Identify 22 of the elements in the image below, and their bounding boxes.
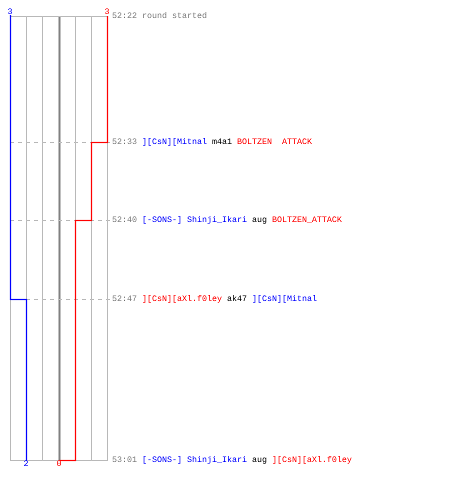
player-count: 0 xyxy=(56,460,62,468)
player-count: 3 xyxy=(8,8,12,16)
player-count: 3 xyxy=(104,8,110,16)
timestamp: 53:01 xyxy=(112,456,137,464)
event-text: round started xyxy=(142,12,207,20)
player-name: [-SONS-] Shinji_Ikari xyxy=(142,216,247,224)
weapon-name: aug xyxy=(252,456,267,464)
timestamp: 52:33 xyxy=(112,138,137,146)
player-name: [-SONS-] Shinji_Ikari xyxy=(142,456,247,464)
player-name: BOLTZEN ATTACK xyxy=(236,138,312,146)
weapon-name: ak47 xyxy=(226,294,247,304)
weapon-name: m4a1 xyxy=(212,138,232,146)
player-count: 2 xyxy=(24,460,28,468)
timestamp: 52:22 xyxy=(112,12,137,20)
player-name: ][CsN][Mitnal xyxy=(252,294,317,304)
player-name: ][CsN][Mitnal xyxy=(142,138,207,146)
timestamp: 52:40 xyxy=(112,216,137,224)
player-name: BOLTZEN_ATTACK xyxy=(272,216,342,224)
timestamp: 52:47 xyxy=(112,294,137,304)
player-name: ][CsN][aXl.f0ley xyxy=(142,294,222,304)
weapon-name: aug xyxy=(252,216,267,224)
player-name: ][CsN][aXl.f0ley xyxy=(272,456,352,464)
